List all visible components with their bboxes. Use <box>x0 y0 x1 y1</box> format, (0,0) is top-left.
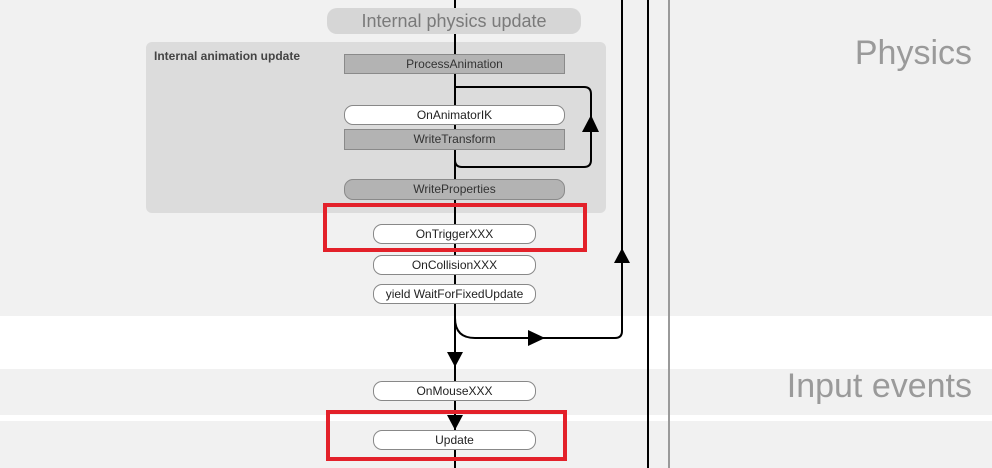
yield-wait-for-fixed-update-node: yield WaitForFixedUpdate <box>373 284 536 304</box>
arrow-down-to-input <box>447 352 463 367</box>
physics-section-title: Physics <box>854 34 972 72</box>
ik-loop-arrow-up <box>582 115 599 132</box>
fixed-update-loop-line <box>454 0 623 339</box>
internal-animation-update-label: Internal animation update <box>154 49 301 63</box>
input-events-section-title: Input events <box>786 367 972 405</box>
internal-physics-update-node: Internal physics update <box>327 8 581 34</box>
on-collision-node: OnCollisionXXX <box>373 255 536 275</box>
update-highlight <box>326 410 567 461</box>
write-properties-node: WriteProperties <box>344 179 565 200</box>
on-trigger-highlight <box>323 203 587 252</box>
loop-arrow-up <box>614 248 630 263</box>
write-transform-node: WriteTransform <box>344 129 565 150</box>
on-mouse-node: OnMouseXXX <box>373 381 536 401</box>
arrow-down-to-update <box>447 415 463 430</box>
update-node: Update <box>373 430 536 450</box>
ik-loop-line <box>454 86 592 168</box>
process-animation-node: ProcessAnimation <box>344 54 565 74</box>
loop-arrow-right <box>528 330 545 346</box>
on-animator-ik-node: OnAnimatorIK <box>344 105 565 125</box>
on-trigger-node: OnTriggerXXX <box>373 224 536 244</box>
